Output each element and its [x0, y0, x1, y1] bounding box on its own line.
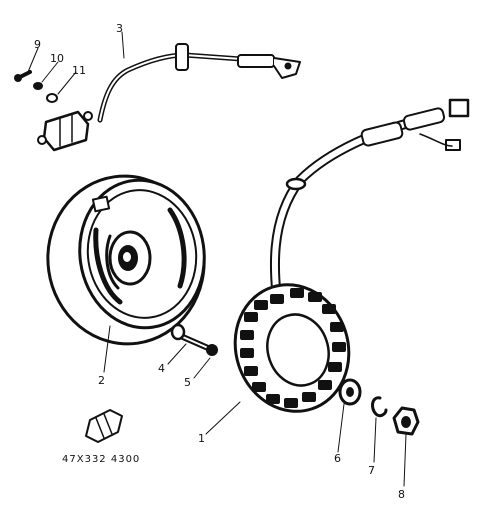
callout-6: 6	[334, 452, 341, 465]
bolt	[170, 323, 211, 351]
circlip	[371, 396, 388, 418]
leader-5	[193, 357, 211, 379]
callout-5: 5	[184, 376, 191, 389]
callout-1: 1	[198, 432, 205, 445]
plain-washer	[338, 378, 362, 406]
pickup-coil-assembly	[37, 43, 301, 152]
leader-6	[337, 403, 345, 453]
callout-4: 4	[158, 362, 165, 375]
callout-9: 9	[34, 38, 41, 51]
leader-2	[103, 325, 111, 373]
washer	[206, 344, 218, 356]
leader-10	[41, 61, 59, 83]
stator-assembly	[233, 98, 470, 413]
callout-2: 2	[98, 374, 105, 387]
leader-8	[403, 433, 407, 487]
leader-7	[373, 417, 377, 463]
diagram-code: 47X332 4300	[62, 454, 140, 465]
callout-3: 3	[116, 22, 123, 35]
screw-washer-set	[14, 70, 58, 103]
leader-9	[27, 47, 39, 73]
leader-3	[121, 31, 125, 59]
leader-4	[167, 343, 187, 365]
small-bracket	[85, 409, 123, 443]
flywheel-rotor	[46, 174, 206, 346]
callout-10: 10	[50, 52, 64, 65]
leader-1	[205, 401, 241, 435]
callout-11: 11	[72, 64, 86, 77]
nut	[392, 406, 420, 436]
callout-8: 8	[398, 488, 405, 501]
leader-11	[57, 71, 77, 95]
callout-7: 7	[368, 464, 375, 477]
